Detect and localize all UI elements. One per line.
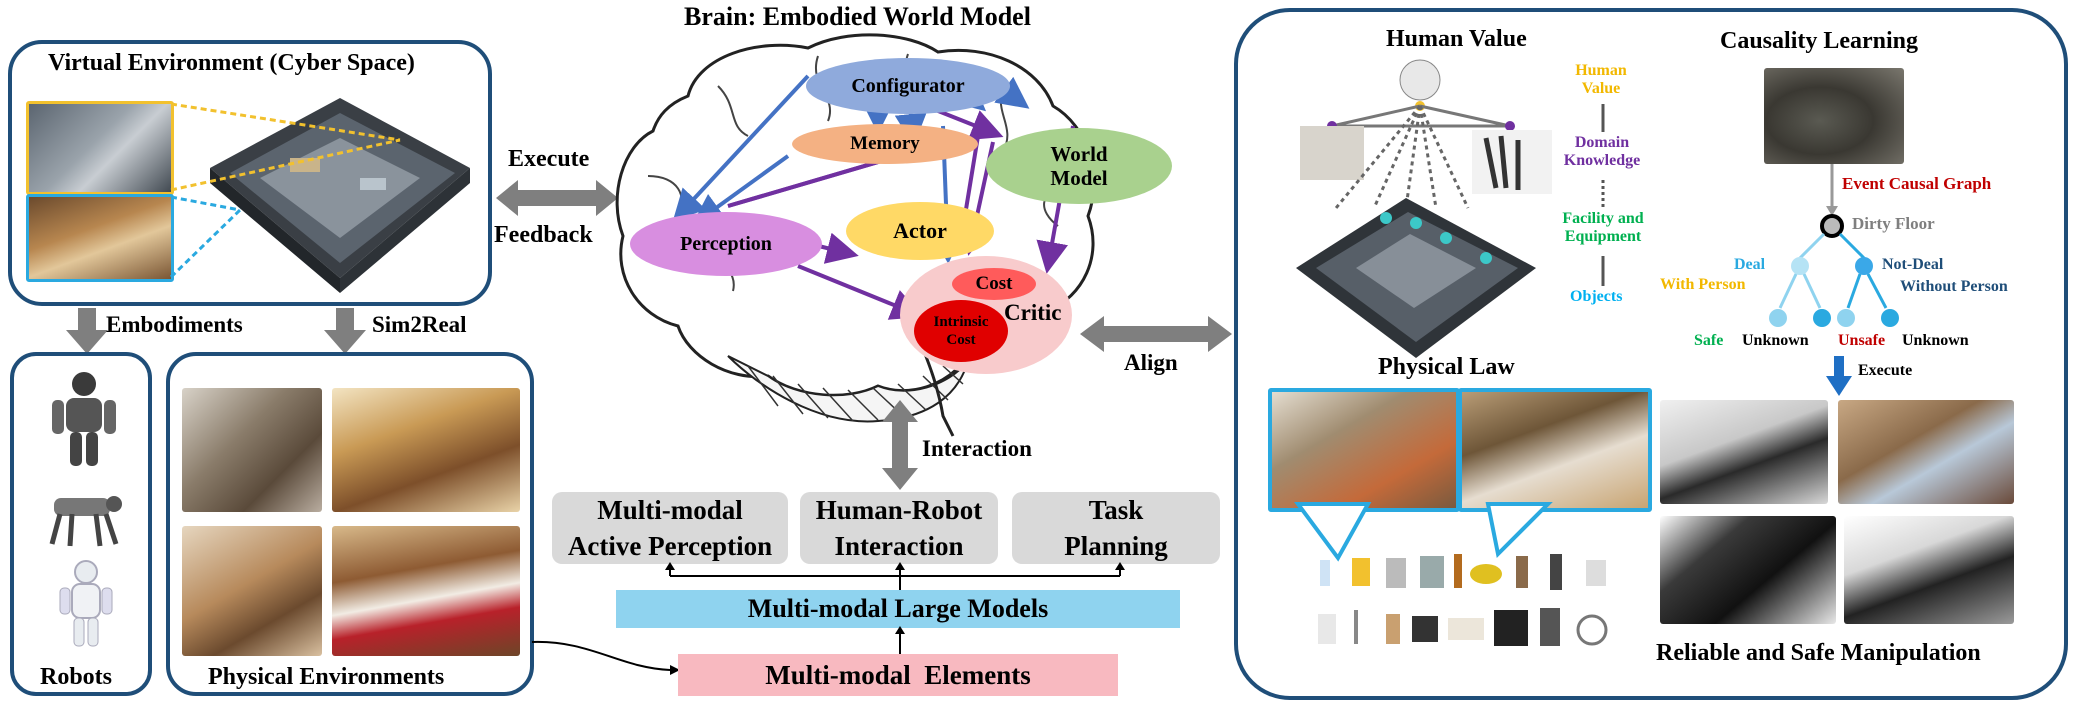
sim2real-label: Sim2Real xyxy=(372,312,467,337)
causality-title: Causality Learning xyxy=(1720,28,1919,54)
elderly-robot-photo xyxy=(1838,400,2014,504)
execute-down-arrow xyxy=(1826,356,1852,396)
cloth-manipulation-photo xyxy=(1660,516,1836,624)
align-arrow xyxy=(1080,316,1232,352)
dirty-floor-label: Dirty Floor xyxy=(1852,214,1935,233)
dirty-floor-photo xyxy=(1764,68,1904,164)
configurator-node: Configurator xyxy=(806,58,1010,114)
unsafe-label: Unsafe xyxy=(1838,332,1886,349)
object-icons-grid xyxy=(1318,554,1608,646)
hv-level-human-value: Human Value xyxy=(1575,62,1627,97)
robots-panel xyxy=(10,352,152,696)
env-to-elements-connector xyxy=(531,640,680,675)
sim2real-arrow xyxy=(324,308,366,354)
world-model-node: World Model xyxy=(986,128,1172,204)
unknown-label-2: Unknown xyxy=(1902,332,1969,349)
safe-label: Safe xyxy=(1694,332,1724,349)
kitchen-robot-photo xyxy=(1660,400,1828,504)
embodiments-label: Embodiments xyxy=(106,312,243,337)
humanoid-robot-image xyxy=(52,372,116,466)
event-causal-graph-label: Event Causal Graph xyxy=(1842,174,1992,193)
execute-feedback-arrow xyxy=(496,180,618,216)
without-person-label: Without Person xyxy=(1900,278,2008,295)
large-models-box: Multi-modal Large Models xyxy=(616,590,1180,628)
with-person-label: With Person xyxy=(1660,276,1746,293)
physical-law-callouts xyxy=(1294,502,1553,562)
perception-node: Perception xyxy=(630,212,822,276)
elements-box: Multi-modal Elements xyxy=(678,654,1118,696)
supermarket-photo xyxy=(332,388,520,512)
pharmacy-scene-photo xyxy=(1268,388,1460,512)
cost-node: Cost xyxy=(952,268,1036,300)
hv-level-connectors xyxy=(1601,104,1605,286)
critic-label: Critic xyxy=(1004,300,1062,325)
lobby-render-image xyxy=(26,194,174,282)
bedroom-scene-photo xyxy=(1458,388,1652,512)
causal-graph-edges xyxy=(1769,164,1899,327)
actor-node: Actor xyxy=(846,202,994,260)
cooking-manipulation-photo xyxy=(1844,516,2014,624)
physical-environments-panel xyxy=(166,352,534,696)
brain-title: Brain: Embodied World Model xyxy=(684,2,1031,31)
elderly-care-photo xyxy=(182,388,322,512)
execute-label: Execute xyxy=(508,146,590,172)
zoom-guide-lines xyxy=(169,102,401,279)
office-render-image xyxy=(26,101,174,195)
deal-label: Deal xyxy=(1734,256,1766,273)
physical-environments-title: Physical Environments xyxy=(208,664,445,690)
embodiments-arrow xyxy=(66,308,108,354)
feedback-label: Feedback xyxy=(494,222,593,248)
execute-causal-label: Execute xyxy=(1858,362,1913,379)
alignment-panel xyxy=(1234,8,2068,700)
hotel-room-photo xyxy=(332,526,520,656)
human-value-title: Human Value xyxy=(1386,26,1527,52)
hv-level-objects: Objects xyxy=(1570,288,1623,305)
task-planning-box: Task Planning xyxy=(1012,492,1220,564)
unknown-label-1: Unknown xyxy=(1742,332,1809,349)
interaction-label: Interaction xyxy=(922,436,1032,461)
service-robot-image xyxy=(59,560,113,647)
human-robot-interaction-box: Human-Robot Interaction xyxy=(800,492,998,564)
intrinsic-cost-node: Intrinsic Cost xyxy=(914,300,1008,362)
memory-node: Memory xyxy=(792,124,978,164)
hv-level-facility: Facility and Equipment xyxy=(1562,210,1644,245)
manipulation-title: Reliable and Safe Manipulation xyxy=(1656,640,1981,666)
hv-level-domain-knowledge: Domain Knowledge xyxy=(1563,134,1641,169)
virtual-environment-title: Virtual Environment (Cyber Space) xyxy=(48,50,415,76)
physical-law-title: Physical Law xyxy=(1378,354,1515,380)
quadruped-robot-image xyxy=(49,496,122,547)
not-deal-label: Not-Deal xyxy=(1882,256,1944,273)
active-perception-box: Multi-modal Active Perception xyxy=(552,492,788,564)
elements-to-models-arrow xyxy=(895,626,905,656)
align-label: Align xyxy=(1124,350,1178,375)
human-value-hierarchy xyxy=(1296,59,1552,358)
restaurant-photo xyxy=(182,526,322,656)
robots-title: Robots xyxy=(40,664,113,690)
interaction-arrow xyxy=(882,400,918,490)
virtual-environment-panel xyxy=(8,40,492,306)
